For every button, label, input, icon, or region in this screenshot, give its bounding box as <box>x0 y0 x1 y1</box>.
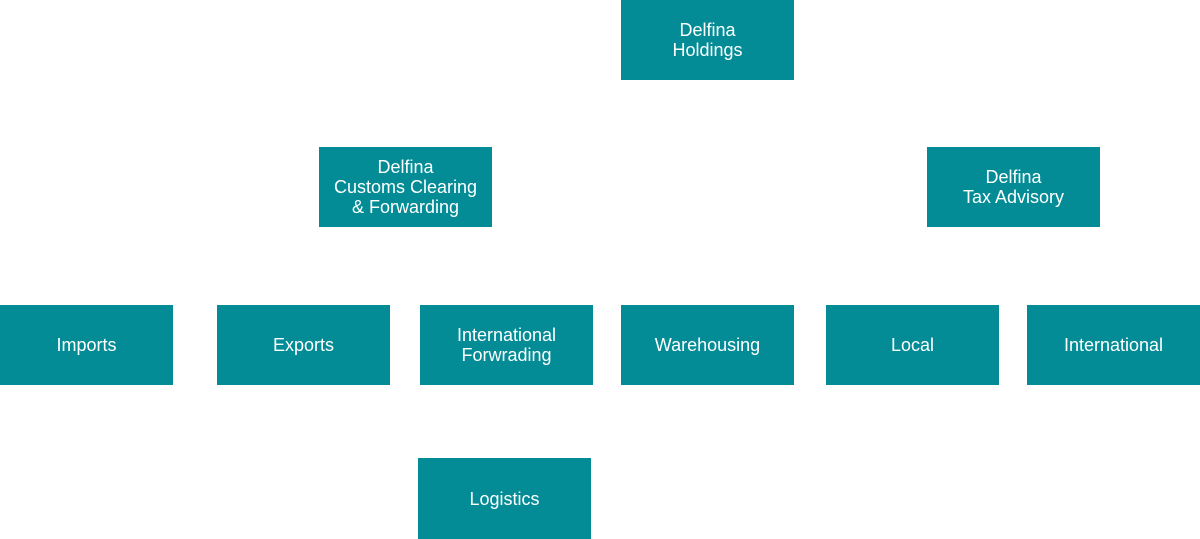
node-delfina-holdings: Delfina Holdings <box>621 0 794 80</box>
node-logistics: Logistics <box>418 458 591 539</box>
node-international-forwarding: International Forwrading <box>420 305 593 385</box>
node-imports: Imports <box>0 305 173 385</box>
node-label: Imports <box>56 335 117 355</box>
node-label: International Forwrading <box>456 325 557 365</box>
node-exports: Exports <box>217 305 390 385</box>
node-label: Delfina Tax Advisory <box>962 167 1065 207</box>
node-warehousing: Warehousing <box>621 305 794 385</box>
node-tax-advisory: Delfina Tax Advisory <box>927 147 1100 227</box>
node-customs-clearing-forwarding: Delfina Customs Clearing & Forwarding <box>319 147 492 227</box>
node-local: Local <box>826 305 999 385</box>
node-label: Local <box>890 335 935 355</box>
node-label: Logistics <box>469 488 540 509</box>
node-label: Delfina Customs Clearing & Forwarding <box>333 157 478 217</box>
node-label: Delfina Holdings <box>672 20 743 60</box>
node-international: International <box>1027 305 1200 385</box>
node-label: Warehousing <box>654 335 761 355</box>
node-label: International <box>1063 335 1164 355</box>
node-label: Exports <box>272 335 335 355</box>
